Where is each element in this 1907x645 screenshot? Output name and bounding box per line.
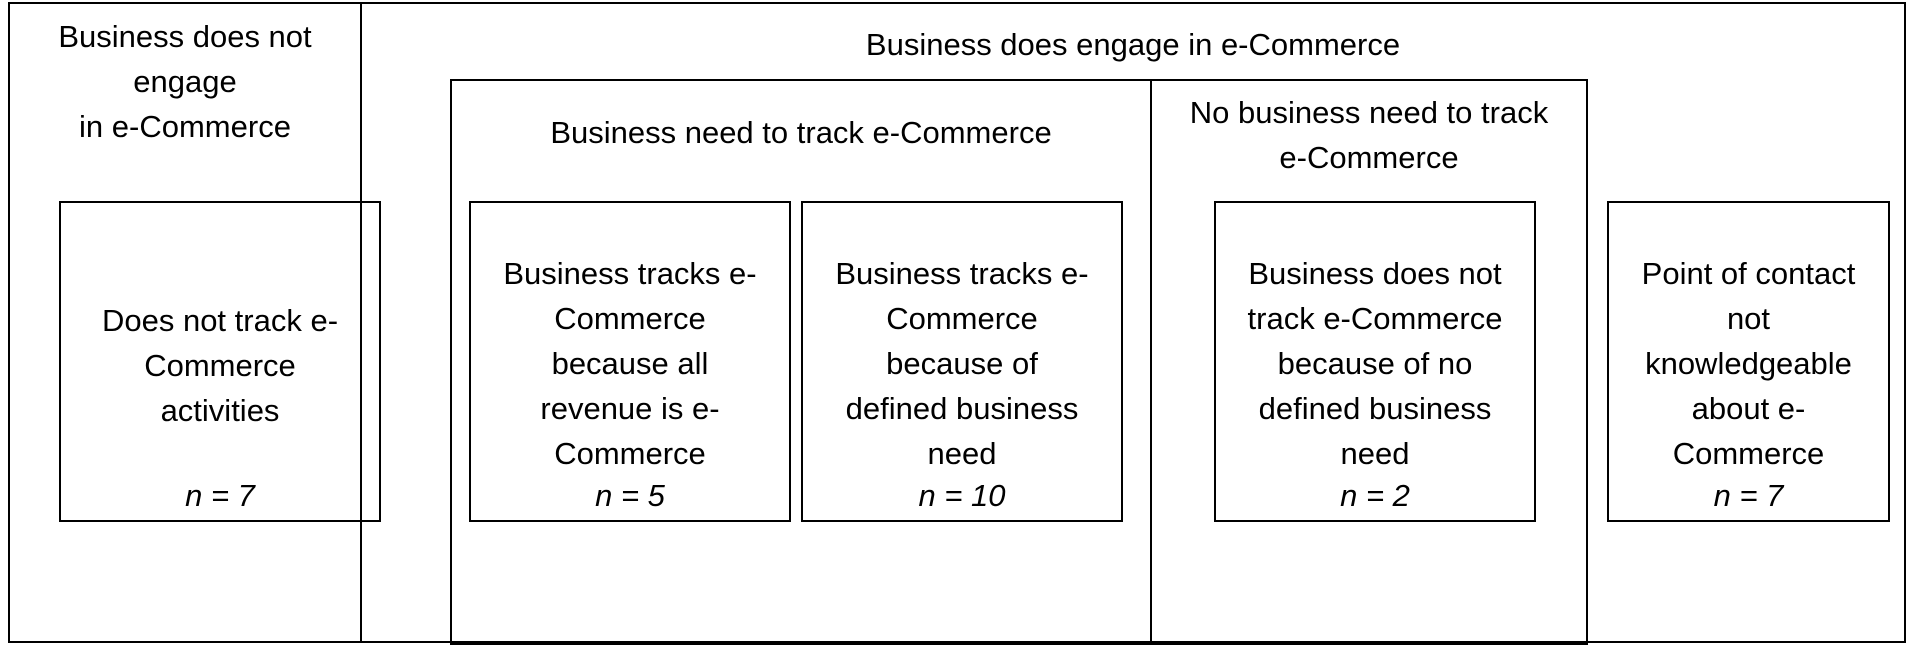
leaf-does-not-track: Does not track e- Commerce activities n … xyxy=(59,201,381,522)
leaf-not-knowledgeable-count: n = 7 xyxy=(1713,478,1784,513)
group-not-engage-title: Business does not engage in e-Commerce xyxy=(58,19,312,144)
leaf-does-not-track-count: n = 7 xyxy=(185,478,255,513)
leaf-not-knowledgeable-text: Point of contact not knowledgeable about… xyxy=(1641,256,1856,471)
group-no-need-track xyxy=(1150,79,1588,645)
leaf-not-track-no-need: Business does not track e-Commerce becau… xyxy=(1214,201,1536,522)
leaf-tracks-defined-need-count: n = 10 xyxy=(918,478,1006,513)
leaf-tracks-defined-need: Business tracks e- Commerce because of d… xyxy=(801,201,1123,522)
group-engage-title: Business does engage in e-Commerce xyxy=(865,27,1401,62)
leaf-tracks-all-revenue-text: Business tracks e- Commerce because all … xyxy=(503,256,757,471)
leaf-does-not-track-text: Does not track e- Commerce activities xyxy=(101,303,339,428)
leaf-not-track-no-need-count: n = 2 xyxy=(1340,478,1410,513)
leaf-tracks-all-revenue-count: n = 5 xyxy=(595,478,665,513)
leaf-not-knowledgeable: Point of contact not knowledgeable about… xyxy=(1607,201,1890,522)
leaf-tracks-all-revenue: Business tracks e- Commerce because all … xyxy=(469,201,791,522)
group-engage xyxy=(360,2,1906,643)
leaf-not-track-no-need-text: Business does not track e-Commerce becau… xyxy=(1247,256,1503,471)
group-need-track-title: Business need to track e-Commerce xyxy=(550,115,1052,150)
leaf-tracks-defined-need-text: Business tracks e- Commerce because of d… xyxy=(835,256,1089,471)
group-no-need-track-title: No business need to track e-Commerce xyxy=(1189,95,1549,175)
